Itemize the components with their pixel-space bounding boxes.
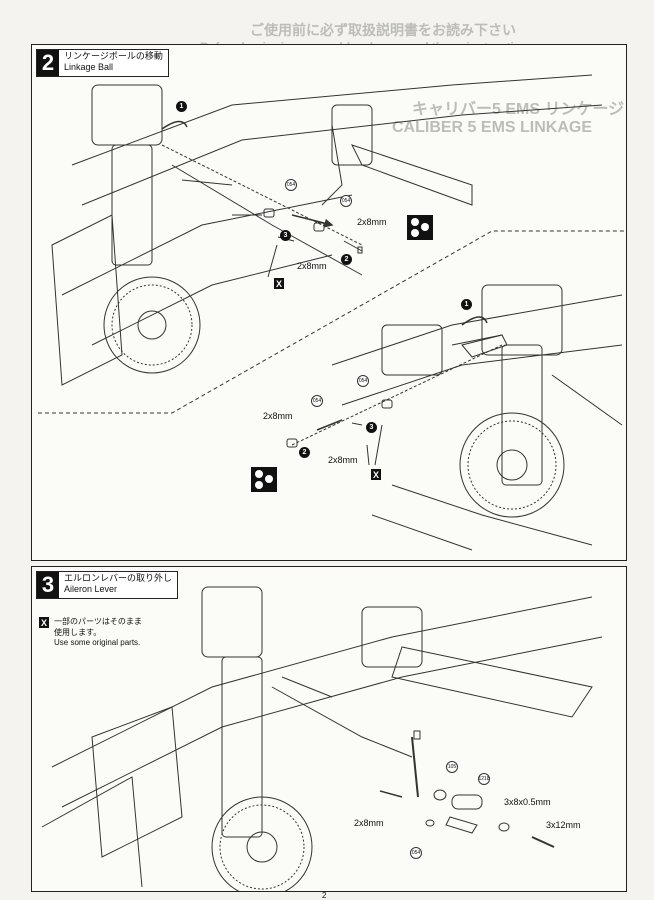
bg-title-en: CALIBER 5 EMS LINKAGE <box>392 119 593 136</box>
page-number: 2 <box>322 891 327 900</box>
step-2-illustration <box>38 74 626 551</box>
step-2-panel: キャリバー5 EMS リンケージ CALIBER 5 EMS LINKAGE <box>31 44 627 561</box>
part-054-c: 054 <box>357 375 369 387</box>
step-3-title-jp: エルロンレバーの取り外し <box>64 573 173 583</box>
seq-3-upper: 3 <box>280 230 291 241</box>
seq-1-upper: 1 <box>176 101 187 112</box>
part-105: 105 <box>446 761 458 773</box>
seq-3-lower: 3 <box>366 422 377 433</box>
note-jp-line-1: 一部のパーツはそのまま <box>54 617 142 626</box>
part-054-a: 054 <box>285 179 297 191</box>
order-icon-upper <box>407 215 433 240</box>
step-2-title-jp: リンケージボールの移動 <box>64 51 163 61</box>
part-054: 054 <box>410 847 422 859</box>
header-bleed-jp: ご使用前に必ず取扱説明書をお読み下さい <box>250 22 516 38</box>
step-3-number: 3 <box>37 572 59 598</box>
step-3-title-en: Aileron Lever <box>64 584 118 594</box>
size-label-2x8: 2x8mm <box>354 818 384 828</box>
part-054-d: 054 <box>311 395 323 407</box>
size-label-2x8-c: 2x8mm <box>263 411 293 421</box>
step-2-header: 2 リンケージボールの移動 Linkage Ball <box>36 49 169 77</box>
size-label-3x8: 3x8x0.5mm <box>504 797 551 807</box>
step-3-illustration <box>41 586 603 891</box>
part-1218: 1218 <box>478 773 490 785</box>
size-label-3x12: 3x12mm <box>546 820 581 830</box>
step-2-number: 2 <box>37 50 59 76</box>
part-054-b: 054 <box>340 195 352 207</box>
size-label-2x8-d: 2x8mm <box>328 455 358 465</box>
note-x-badge: X <box>39 617 49 628</box>
size-label-2x8-a: 2x8mm <box>357 217 387 227</box>
note-jp-line-2: 使用します。 <box>54 628 102 637</box>
x-badge-lower: X <box>371 469 381 480</box>
bg-title-jp: キャリバー5 EMS リンケージ <box>412 101 625 118</box>
step-3-header: 3 エルロンレバーの取り外し Aileron Lever <box>36 571 179 599</box>
step-3-panel: 3 エルロンレバーの取り外し Aileron Lever X 一部のパーツはその… <box>31 566 627 892</box>
order-icon-lower <box>251 467 277 492</box>
step-2-title-en: Linkage Ball <box>64 62 114 72</box>
note-en: Use some original parts. <box>54 638 141 647</box>
seq-2-upper: 2 <box>341 254 352 265</box>
seq-2-lower: 2 <box>299 447 310 458</box>
size-label-2x8-b: 2x8mm <box>297 261 327 271</box>
seq-1-lower: 1 <box>461 299 472 310</box>
x-badge-upper: X <box>274 278 284 289</box>
